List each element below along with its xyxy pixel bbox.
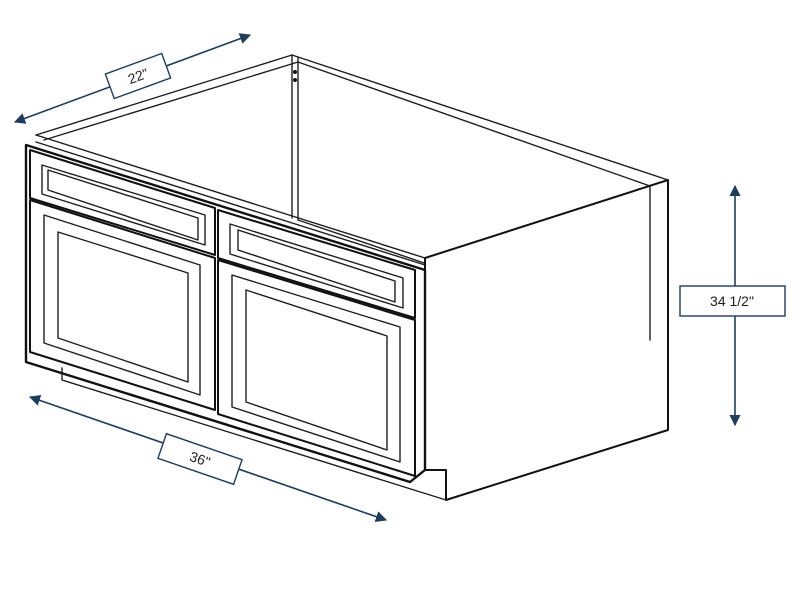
height-label-box: [679, 285, 786, 317]
right-drawer-front: [217, 209, 416, 319]
right-drawer: [217, 209, 416, 319]
left-door: [29, 199, 216, 411]
front-top-rail-inner: [35, 141, 426, 266]
screw-hole-icon: [293, 70, 297, 74]
left-door-bevel: [57, 231, 189, 383]
right-side-panel: [424, 179, 669, 501]
left-side-top-rail-inner: [43, 61, 299, 141]
back-top-edge: [291, 54, 669, 181]
depth-label: 22": [126, 65, 151, 87]
right-drawer-bevel: [237, 229, 396, 303]
back-top-edge-inner: [297, 61, 651, 187]
right-door-panel: [231, 274, 401, 463]
depth-label-box: [104, 52, 172, 100]
right-drawer-panel: [229, 223, 404, 309]
screw-hole-icon: [293, 78, 297, 82]
cabinet-box: [24, 54, 669, 501]
width-dimension: 36": [28, 394, 388, 523]
face-frame: [24, 143, 427, 484]
width-label: 36": [188, 448, 213, 470]
left-drawer-front: [29, 149, 216, 256]
front-top-rail: [35, 134, 426, 259]
width-label-box: [157, 432, 243, 486]
left-drawer: [29, 149, 216, 256]
height-dimension: 34 1/2": [679, 184, 786, 427]
height-label: 34 1/2": [710, 293, 754, 309]
depth-dimension: 22": [13, 33, 252, 124]
left-drawer-bevel: [47, 169, 199, 241]
left-drawer-panel: [41, 164, 206, 246]
